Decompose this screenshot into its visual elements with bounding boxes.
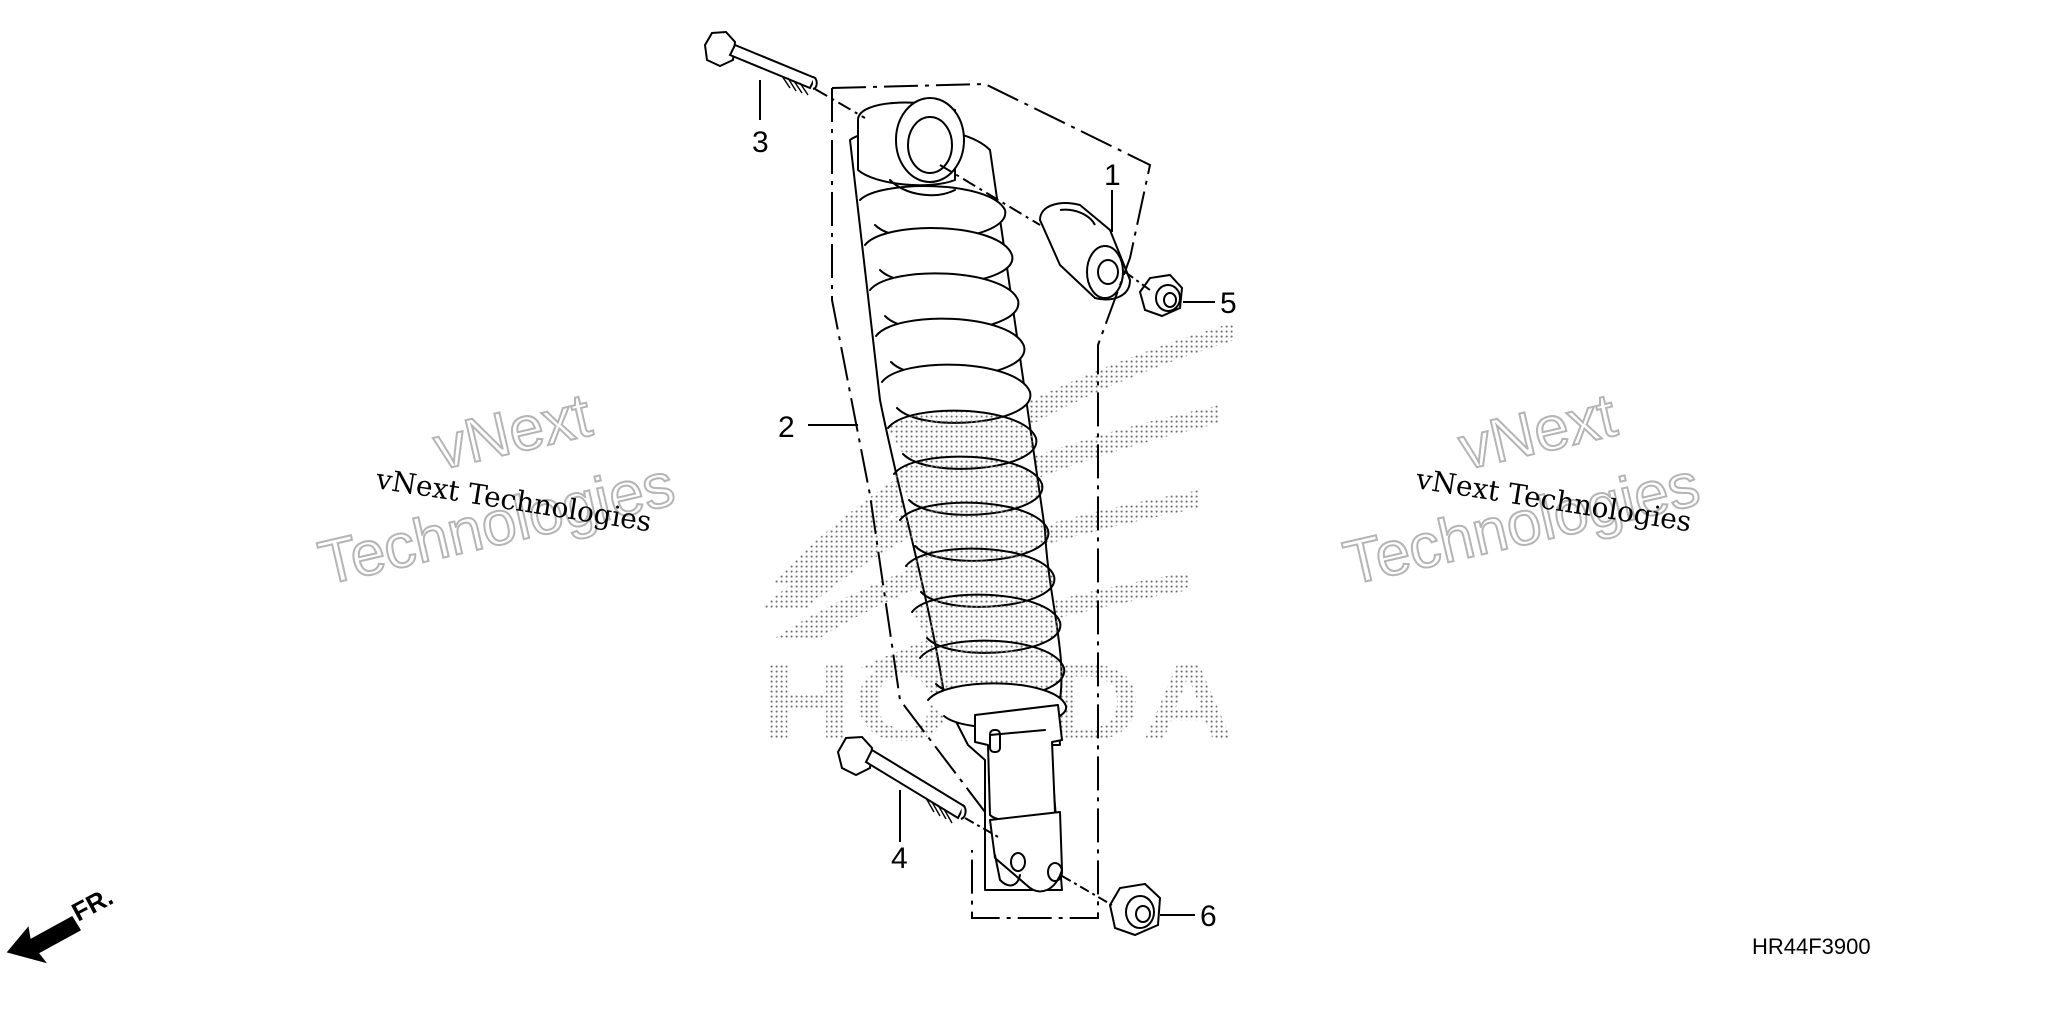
upper-mount-eye [857,97,965,197]
callout-4: 4 [891,842,908,875]
flange-nut-lower [1108,882,1162,937]
watermark-right-large-top: vNext [1453,381,1623,484]
watermark-right: vNext Technologies vNext Technologies [1337,380,1707,600]
front-arrow-icon [6,915,82,964]
rear-cushion-assembly [849,97,1067,893]
callout-3: 3 [752,126,769,159]
upper-bolt [703,30,818,96]
front-direction-marker: FR. [6,881,118,964]
lower-bolt [836,735,967,824]
flange-nut-upper [1138,273,1184,318]
callout-6: 6 [1200,900,1217,933]
watermark-left-large-top: vNext [428,381,598,484]
lower-clevis [989,811,1063,893]
leader-lines [759,80,1215,916]
bushing-part [1038,202,1132,301]
callout-1: 1 [1104,159,1121,192]
callout-2: 2 [778,411,795,444]
diagram-code: HR44F3900 [1752,934,1871,959]
watermark-left: vNext Technologies vNext Technologies [312,380,682,600]
callout-5: 5 [1220,287,1237,320]
assembly-boundary [831,82,1152,919]
